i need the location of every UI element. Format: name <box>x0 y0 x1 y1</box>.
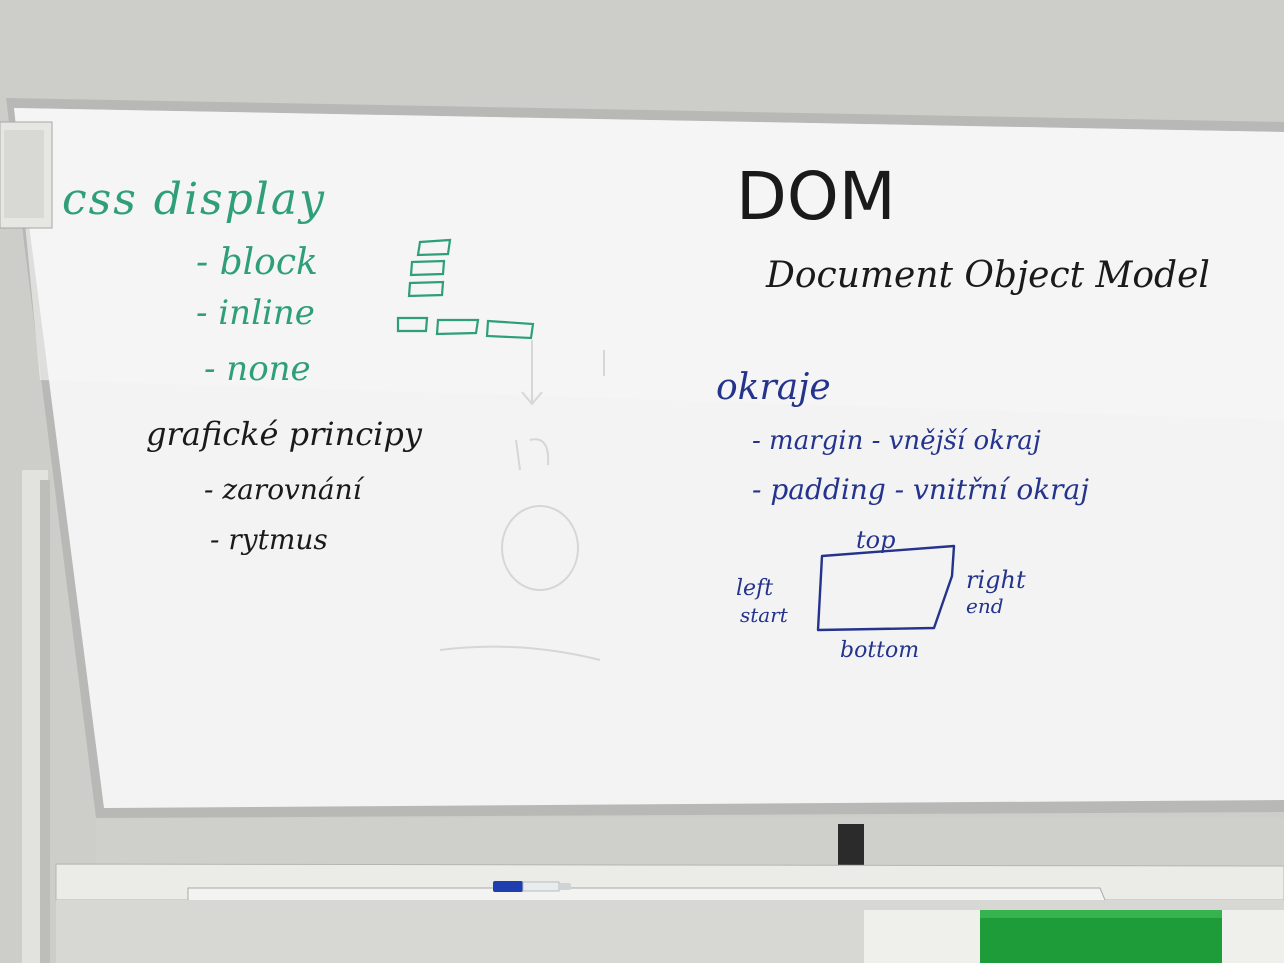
box-label-left: left <box>736 576 774 601</box>
dom-subtitle: Document Object Model <box>766 255 1210 296</box>
graphic-principles-heading: grafické principy <box>146 415 422 453</box>
marker-pen[interactable] <box>493 880 573 893</box>
list-item-margin: - margin - vnější okraj <box>752 426 1041 456</box>
dom-heading: DOM <box>736 158 896 235</box>
box-label-start: start <box>740 603 788 627</box>
box-label-right: right <box>966 566 1026 594</box>
list-item-inline: - inline <box>196 293 315 333</box>
borders-heading: okraje <box>716 367 831 408</box>
box-label-end: end <box>966 594 1004 618</box>
box-label-top: top <box>856 526 896 554</box>
css-display-heading: css display <box>62 174 326 225</box>
list-item-alignment: - zarovnání <box>204 473 362 506</box>
box-label-bottom: bottom <box>840 638 920 663</box>
list-item-rhythm: - rytmus <box>210 523 328 556</box>
list-item-none: - none <box>204 349 311 389</box>
list-item-block: - block <box>196 242 318 283</box>
list-item-padding: - padding - vnitřní okraj <box>752 473 1089 506</box>
